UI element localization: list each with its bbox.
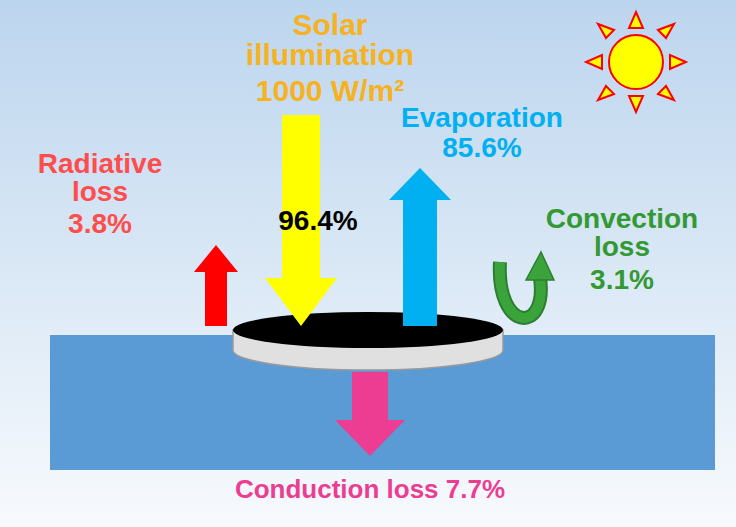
radiative-arrow — [194, 245, 238, 326]
title-label: Solar illumination — [220, 10, 440, 70]
loss-label: Conduction loss 7.7% — [170, 476, 570, 502]
percent-label: 96.4% — [263, 207, 373, 235]
loss-label: Radiative loss — [15, 150, 185, 206]
evaporation-arrow — [389, 168, 451, 326]
conduction-arrow — [335, 372, 405, 456]
absorber-disk — [233, 312, 503, 370]
percent-label: 3.8% — [40, 210, 160, 238]
evaporation-label: Evaporation — [382, 104, 582, 132]
convection-arrow — [500, 252, 554, 318]
value-label: 1000 W/m² — [220, 76, 440, 106]
loss-label: Convection loss — [527, 205, 717, 261]
percent-label: 85.6% — [422, 134, 542, 162]
sun-symbol — [586, 12, 686, 112]
percent-label: 3.1% — [562, 266, 682, 294]
